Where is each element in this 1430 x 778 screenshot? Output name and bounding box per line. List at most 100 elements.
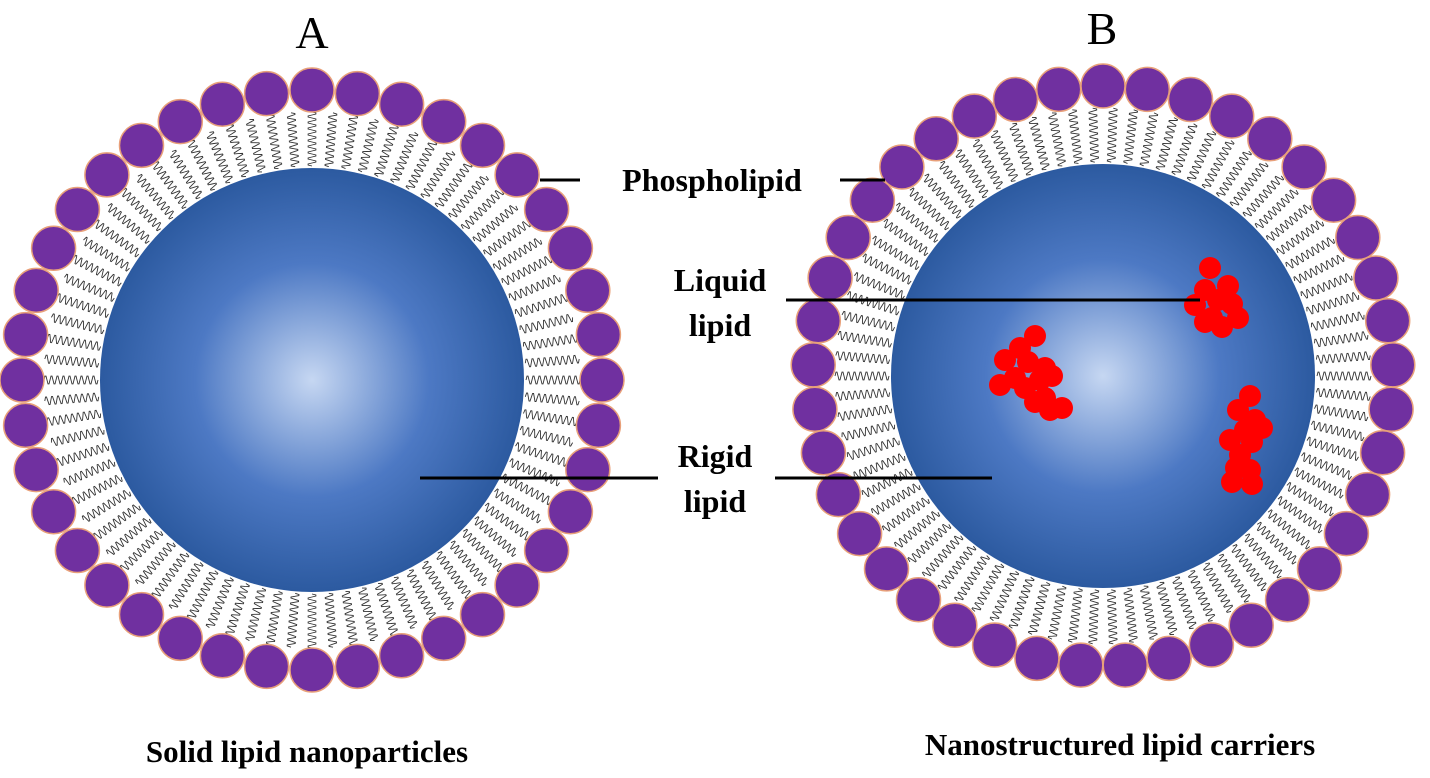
phospholipid-tail-b (1310, 311, 1365, 331)
phospholipid-tail-b (1201, 140, 1235, 189)
phospholipid-tail-a (483, 221, 531, 256)
phospholipid-tail-b (1306, 436, 1359, 461)
phospholipid-head-a (2, 311, 49, 358)
liquid-lipid-droplet (994, 349, 1016, 371)
phospholipid-tail-b (1254, 189, 1299, 229)
phospholipid-tail-a (341, 590, 358, 646)
phospholipid-head-a (157, 615, 204, 662)
phospholipid-head-a (13, 267, 59, 314)
phospholipid-head-a (565, 267, 611, 314)
center-labels: Phospholipid Liquid lipid Rigid lipid (420, 162, 1200, 519)
phospholipid-head-b (895, 576, 942, 623)
phospholipid-tail-a (265, 590, 283, 646)
phospholipid-tail-b (893, 511, 941, 548)
phospholipid-head-b (1370, 342, 1416, 388)
phospholipid-head-b (1353, 255, 1399, 301)
phospholipid-tail-b (872, 235, 920, 271)
phospholipid-tail-b (883, 218, 929, 257)
phospholipid-tail-a (405, 140, 438, 190)
phospholipid-head-b (1035, 66, 1082, 113)
phospholipid-tail-b (1047, 585, 1067, 640)
phospholipid-head-a (494, 152, 540, 198)
phospholipid-head-b (913, 116, 959, 162)
phospholipid-tail-b (1229, 162, 1269, 207)
phospholipid-tail-a (206, 131, 233, 184)
phospholipid-tail-b (1316, 371, 1372, 381)
phospholipid-head-b (1296, 546, 1343, 592)
phospholipid-tail-a (522, 334, 578, 351)
phospholipid-tail-a (153, 161, 188, 209)
phospholipid-tail-b (1244, 533, 1283, 579)
phospholipid-heads-b (790, 63, 1416, 688)
phospholipid-tail-a (246, 118, 266, 173)
phospholipid-tail-b (1008, 577, 1035, 629)
phospholipid-head-b (1247, 116, 1293, 162)
phospholipid-head-a (523, 186, 570, 233)
phospholipid-head-b (932, 602, 978, 649)
phospholipid-head-b (800, 430, 847, 476)
phospholipid-tail-a (474, 516, 517, 557)
phospholipid-head-a (118, 122, 165, 169)
phospholipid-head-a (13, 446, 59, 493)
phospholipid-tail-a (286, 112, 300, 168)
phospholipid-head-a (579, 357, 625, 403)
phospholipid-head-a (243, 70, 290, 117)
phospholipid-head-a (2, 402, 49, 449)
phospholipid-tail-b (881, 497, 930, 532)
phospholipid-tail-b (939, 160, 975, 208)
phospholipid-head-b (1080, 63, 1126, 109)
rigid-lipid-label-line2: lipid (684, 483, 746, 519)
phospholipid-head-a (575, 311, 622, 358)
phospholipid-head-b (1228, 602, 1274, 649)
phospholipid-tail-a (168, 562, 204, 609)
phospholipid-tail-b (1242, 175, 1285, 217)
phospholipid-head-b (1167, 76, 1214, 123)
phospholipid-head-b (1124, 66, 1171, 113)
phospholipid-tail-a (422, 560, 454, 611)
phospholipid-head-a (334, 70, 381, 117)
phospholipid-tail-b (1186, 131, 1217, 182)
phospholipid-tail-a (522, 409, 578, 427)
phospholipid-head-b (1359, 430, 1406, 476)
phospholipid-tail-b (989, 570, 1020, 621)
phospholipid-tail-a (502, 473, 552, 506)
phospholipid-tail-a (307, 111, 317, 167)
phospholipid-head-b (1146, 635, 1192, 682)
phospholipid-head-b (807, 255, 853, 301)
phospholipid-tail-b (1139, 112, 1159, 167)
phospholipid-tail-b (1048, 112, 1066, 167)
phospholipid-tail-a (484, 502, 530, 541)
phospholipid-tail-a (105, 518, 152, 555)
phospholipid-head-a (199, 81, 246, 127)
phospholipid-head-b (1310, 177, 1357, 223)
phospholipid-tail-a (434, 162, 473, 208)
phospholipid-tail-b (1231, 544, 1267, 592)
phospholipid-head-a (157, 98, 204, 145)
phospholipid-tail-b (907, 523, 952, 563)
phospholipid-head-a (118, 591, 165, 638)
phospholipid-tail-a (205, 577, 234, 628)
phospholipid-tail-b (1315, 351, 1371, 364)
phospholipid-tail-a (391, 576, 418, 629)
phospholipid-head-b (815, 471, 862, 518)
liquid-lipid-droplet (1227, 399, 1249, 421)
phospholipid-tail-a (324, 112, 338, 168)
phospholipid-tail-b (1188, 570, 1216, 622)
phospholipid-tail-b (1285, 237, 1336, 269)
phospholipid-tail-b (837, 330, 892, 348)
phospholipid-head-b (1323, 510, 1370, 557)
phospholipid-tail-b (1216, 150, 1252, 197)
rigid-lipid-core-a (100, 168, 524, 592)
phospholipid-head-a (420, 98, 467, 145)
phospholipid-tail-a (390, 132, 419, 183)
phospholipid-tail-a (508, 274, 561, 301)
liquid-lipid-droplet (1041, 365, 1063, 387)
phospholipid-tail-a (44, 354, 100, 368)
phospholipid-tail-b (1314, 404, 1369, 422)
phospholipid-tail-a (64, 273, 115, 302)
phospholipid-tail-b (1203, 562, 1234, 613)
phospholipid-head-a (459, 122, 506, 169)
phospholipid-head-a (54, 527, 101, 574)
phospholipid-head-b (795, 298, 842, 344)
phospholipid-tail-a (375, 582, 398, 636)
